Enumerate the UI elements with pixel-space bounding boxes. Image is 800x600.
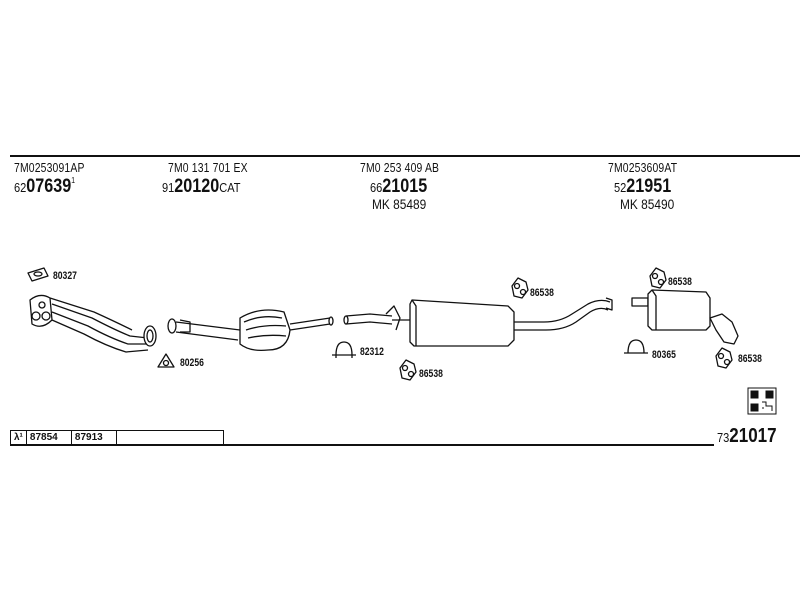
order-number-3: 6621015 xyxy=(370,176,428,197)
u-clamp-icon xyxy=(624,339,648,354)
label-80256: 80256 xyxy=(180,357,204,369)
bottom-divider xyxy=(10,444,714,446)
label-86538-a: 86538 xyxy=(530,287,554,299)
qr-code-icon xyxy=(747,387,777,415)
part-number-4: 7M0253609AT xyxy=(608,160,678,175)
part-number-1: 7M0253091AP xyxy=(14,160,85,175)
center-muffler-icon xyxy=(343,297,613,347)
triangle-gasket-icon xyxy=(157,353,175,368)
table-cell-87913: 87913 xyxy=(72,431,117,445)
rear-muffler-icon xyxy=(631,289,739,345)
order-number-4: 5221951 xyxy=(614,176,672,197)
label-80365: 80365 xyxy=(652,349,676,361)
table-cell-87854: 87854 xyxy=(27,431,72,445)
rubber-hanger-icon xyxy=(715,347,733,369)
table-cell-empty xyxy=(117,431,223,445)
manifold-gasket-icon xyxy=(27,267,49,282)
label-82312: 82312 xyxy=(360,346,384,358)
label-86538-d: 86538 xyxy=(738,353,762,365)
mk-number-4: MK 85490 xyxy=(620,196,675,212)
rubber-hanger-icon xyxy=(511,277,529,299)
rubber-hanger-icon xyxy=(649,267,667,289)
part-number-2: 7M0 131 701 EX xyxy=(168,160,248,175)
rubber-hanger-icon xyxy=(399,359,417,381)
label-86538-c: 86538 xyxy=(668,276,692,288)
mk-number-3: MK 85489 xyxy=(372,196,427,212)
lambda-cell: λ¹ xyxy=(11,431,27,445)
u-clamp-icon xyxy=(332,341,356,358)
front-pipe-icon xyxy=(29,294,157,353)
order-number-2: 9120120CAT xyxy=(162,176,241,197)
catalytic-converter-icon xyxy=(167,309,334,352)
label-86538-b: 86538 xyxy=(419,368,443,380)
reference-number: 7321017 xyxy=(717,425,777,447)
order-number-1: 62076391 xyxy=(14,176,76,197)
label-80327: 80327 xyxy=(53,270,77,282)
top-divider xyxy=(10,155,800,157)
part-number-3: 7M0 253 409 AB xyxy=(360,160,440,175)
